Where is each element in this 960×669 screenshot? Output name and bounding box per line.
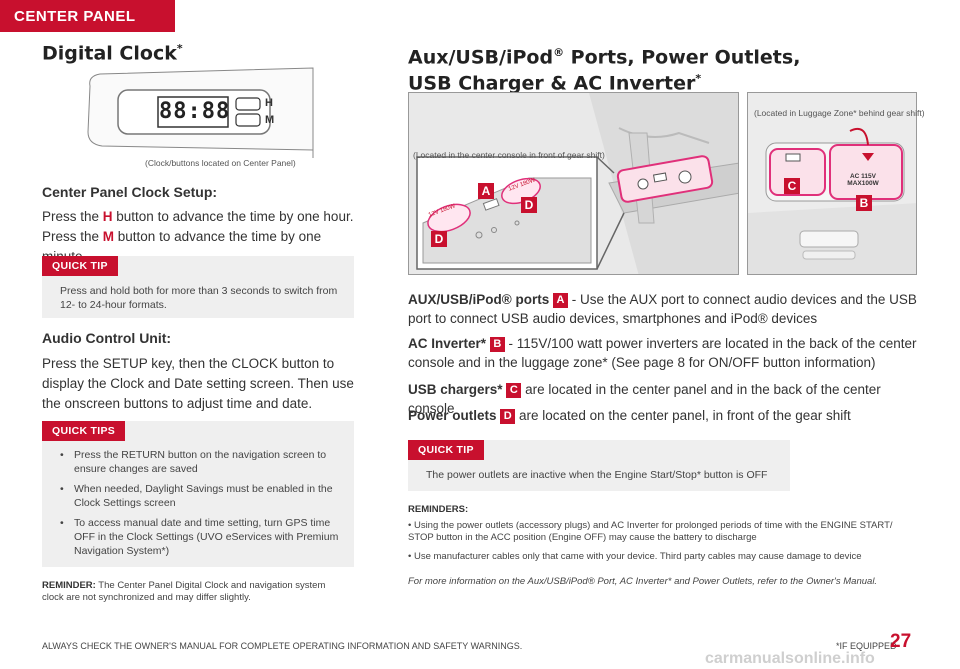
page-number: 27: [890, 631, 912, 652]
digital-clock-title: Digital Clock*: [42, 42, 183, 65]
ports-title: Aux/USB/iPod® Ports, Power Outlets, USB …: [408, 46, 801, 95]
center-console-illustration: [409, 93, 738, 274]
clock-caption: (Clock/buttons located on Center Panel): [145, 158, 296, 168]
quick-tip-label-3: QUICK TIP: [408, 440, 484, 460]
item-usb-chargers: USB chargers* C are located in the cente…: [408, 382, 881, 416]
luggage-zone-illustration: [748, 93, 916, 274]
clock-m-button-label: M: [265, 114, 275, 126]
clock-illustration: [87, 67, 314, 158]
label-d-right: D: [521, 197, 537, 213]
clock-h-button-label: H: [265, 97, 273, 109]
label-d-left: D: [431, 231, 447, 247]
item-power-outlets: Power outlets D are located on the cente…: [408, 408, 851, 424]
list-item: Press the RETURN button on the navigatio…: [60, 448, 342, 476]
list-item: To access manual date and time setting, …: [60, 516, 342, 558]
inverter-label: AC 115V MAX100W: [847, 173, 879, 187]
clock-reminder: REMINDER: The Center Panel Digital Clock…: [42, 580, 326, 603]
audio-control-text: Press the SETUP key, then the CLOCK butt…: [42, 356, 354, 411]
reminder-item: • Use manufacturer cables only that came…: [408, 551, 862, 562]
audio-control-heading: Audio Control Unit:: [42, 330, 172, 346]
luggage-zone-photo: [747, 92, 917, 275]
quick-tips-list: Press the RETURN button on the navigatio…: [60, 448, 342, 564]
reminders-heading: REMINDERS:: [408, 504, 469, 515]
photo2-caption: (Located in Luggage Zone* behind gear sh…: [754, 108, 925, 118]
clock-display: 88:88: [159, 99, 231, 124]
list-item: When needed, Daylight Savings must be en…: [60, 482, 342, 510]
footer-warning: ALWAYS CHECK THE OWNER'S MANUAL FOR COMP…: [42, 641, 523, 651]
quick-tip-text-1: Press and hold both for more than 3 seco…: [60, 285, 338, 311]
center-console-photo: [408, 92, 739, 275]
clock-setup-heading: Center Panel Clock Setup:: [42, 184, 218, 200]
label-b: B: [856, 195, 872, 211]
label-c: C: [784, 178, 800, 194]
watermark: carmanualsonline.info: [705, 650, 875, 667]
item-aux-usb: AUX/USB/iPod® ports A - Use the AUX port…: [408, 292, 917, 326]
section-tab: CENTER PANEL: [0, 0, 175, 32]
more-info-note: For more information on the Aux/USB/iPod…: [408, 576, 878, 587]
quick-tip-text-3: The power outlets are inactive when the …: [426, 469, 768, 481]
reminder-item: • Using the power outlets (accessory plu…: [408, 520, 893, 543]
quick-tips-label-2: QUICK TIPS: [42, 421, 126, 441]
footer-if-equipped: *IF EQUIPPED: [836, 641, 897, 651]
quick-tip-label-1: QUICK TIP: [42, 256, 118, 276]
item-ac-inverter: AC Inverter* B - 115V/100 watt power inv…: [408, 336, 917, 370]
label-a: A: [478, 183, 494, 199]
photo1-caption: (Located in the center console in front …: [413, 150, 605, 160]
